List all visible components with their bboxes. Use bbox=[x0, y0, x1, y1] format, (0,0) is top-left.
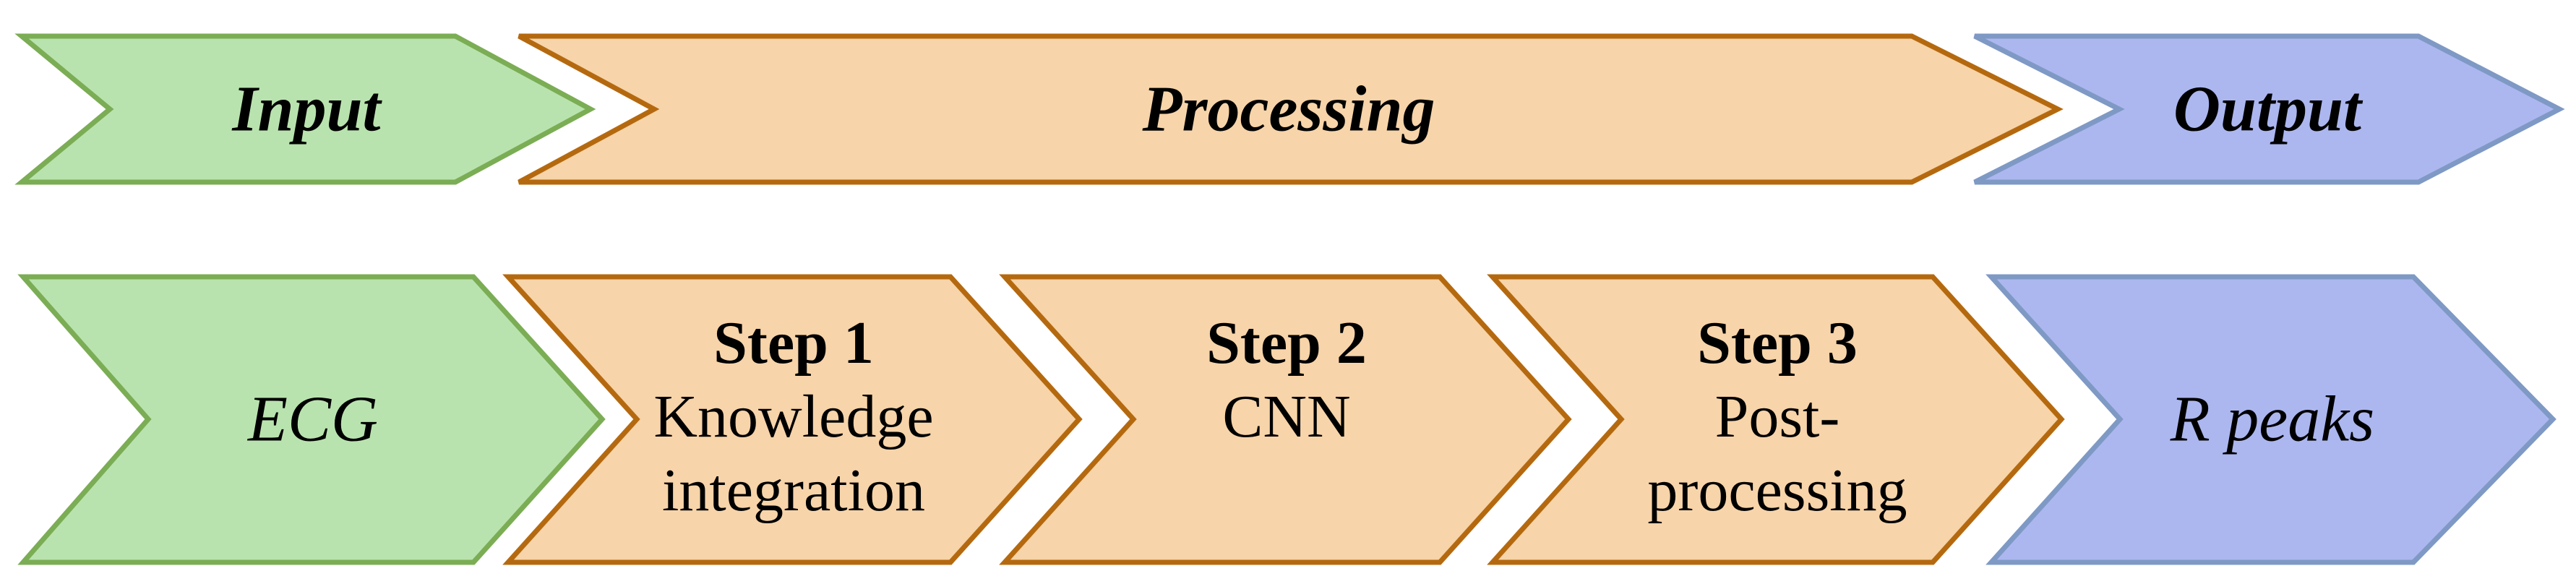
rpeaks-label: R peaks bbox=[2170, 383, 2375, 455]
output-label: Output bbox=[2173, 73, 2362, 145]
step3-chevron bbox=[1487, 274, 2065, 565]
input-chevron bbox=[14, 33, 596, 185]
step1-line2: integration bbox=[662, 457, 925, 524]
step2-line1: CNN bbox=[1222, 383, 1351, 450]
step3-line2: processing bbox=[1647, 457, 1907, 524]
output-chevron bbox=[1973, 33, 2565, 185]
step2-title: Step 2 bbox=[1206, 309, 1367, 377]
step1-line1: Knowledge bbox=[653, 383, 934, 450]
step3-title: Step 3 bbox=[1697, 309, 1858, 377]
step2-label-block: Step 2 CNN bbox=[1206, 306, 1367, 454]
processing-chevron bbox=[518, 33, 2064, 185]
step2-chevron bbox=[999, 274, 1572, 565]
ecg-label: ECG bbox=[248, 383, 378, 455]
step1-label-block: Step 1 Knowledge integration bbox=[653, 306, 933, 528]
processing-label: Processing bbox=[1142, 73, 1435, 145]
step3-line1: Post- bbox=[1714, 383, 1840, 450]
step1-title: Step 1 bbox=[713, 309, 874, 377]
input-label: Input bbox=[232, 73, 381, 145]
step1-chevron bbox=[502, 274, 1083, 565]
ecg-chevron bbox=[17, 274, 606, 565]
step3-label-block: Step 3 Post- processing bbox=[1647, 306, 1907, 528]
rpeaks-chevron bbox=[1985, 274, 2556, 565]
